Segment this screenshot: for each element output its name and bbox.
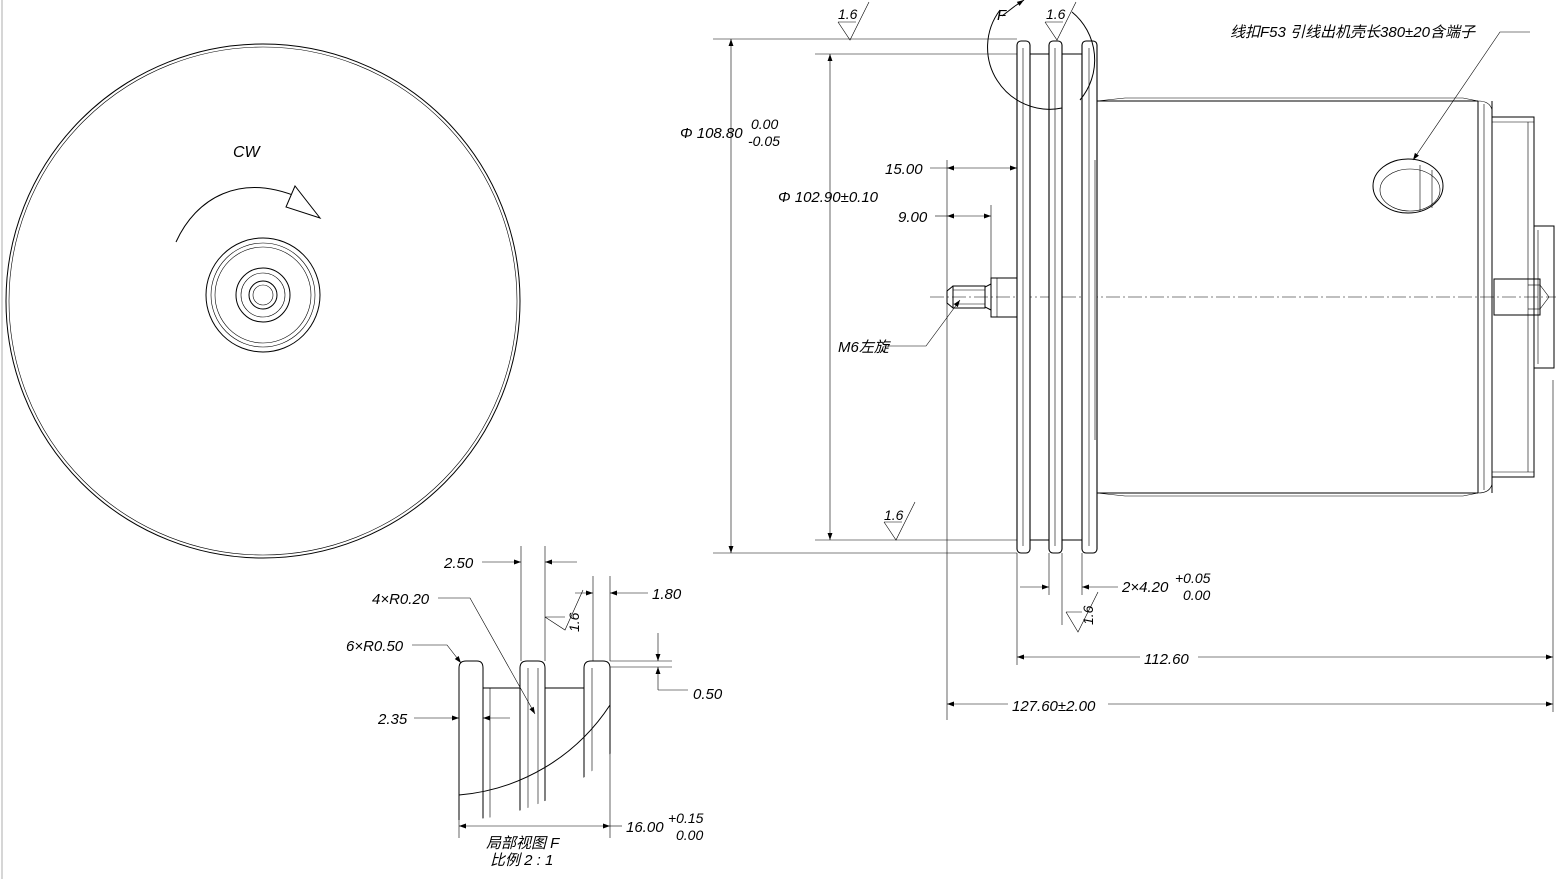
detail-dim-0-50: 0.50 <box>693 686 723 703</box>
hub-ring-inner <box>214 246 312 344</box>
detail-dim-2-50: 2.50 <box>443 555 474 572</box>
side-view: F Φ 108.80 0.00 -0.05 Φ 102.90±0.10 1.6 … <box>680 0 1556 720</box>
roughness-symbol-icon <box>1065 591 1099 633</box>
front-inner-rim <box>8 46 518 556</box>
detail-radius-4: 4×R0.20 <box>372 591 430 608</box>
shaft-circle <box>248 280 278 310</box>
front-view: CW <box>5 43 521 559</box>
overall-diameter-tol-lower: -0.05 <box>748 133 780 149</box>
roughness-symbol-icon <box>837 1 870 41</box>
groove-diameter: Φ 102.90±0.10 <box>778 189 879 206</box>
threaded-shaft <box>952 285 986 309</box>
rotation-label: CW <box>233 144 262 161</box>
overall-diameter: Φ 108.80 <box>680 125 743 142</box>
detail-circle <box>987 9 1063 110</box>
rotation-arc <box>175 187 301 243</box>
detail-dim-1-80: 1.80 <box>652 586 682 603</box>
detail-dim-2-35: 2.35 <box>377 711 408 728</box>
hub-ring <box>210 242 316 348</box>
groove-width-tol-upper: +0.05 <box>1175 570 1211 586</box>
roughness-symbol-icon <box>883 501 916 541</box>
groove-width: 2×4.20 <box>1121 579 1169 596</box>
roughness-symbol-icon <box>1044 1 1077 41</box>
detail-scale: 比例 2 : 1 <box>490 852 553 869</box>
flange-front <box>1016 40 1031 554</box>
bearing-inner <box>240 272 286 318</box>
rear-shaft <box>1493 278 1541 316</box>
body-length: 112.60 <box>1144 651 1189 668</box>
roughness-top-left: 1.6 <box>838 6 858 22</box>
hub-outer-circle <box>205 237 321 353</box>
roughness-bottom: 1.6 <box>884 507 904 523</box>
thread-note: M6左旋 <box>838 339 892 356</box>
detail-width: 16.00 <box>626 819 664 836</box>
wire-hole <box>1372 158 1444 214</box>
lead-wire-note: 线扣F53 引线出机壳长380±20含端子 <box>1230 24 1476 41</box>
shaft-bore <box>252 284 274 306</box>
detail-roughness: 1.6 <box>566 612 582 632</box>
detail-width-tol-upper: +0.15 <box>668 810 704 826</box>
groove-width-tol-lower: 0.00 <box>1183 587 1210 603</box>
overall-diameter-tol-upper: 0.00 <box>751 116 778 132</box>
detail-marker: F <box>997 7 1007 24</box>
detail-view: 2.50 1.80 1.6 4×R0.20 6×R0.50 0.50 2.35 <box>346 546 723 869</box>
detail-title: 局部视图 F <box>486 835 560 852</box>
detail-width-tol-lower: 0.00 <box>676 827 703 843</box>
detail-radius-6: 6×R0.50 <box>346 638 404 655</box>
front-outer-circle <box>5 43 521 559</box>
shaft-collar <box>990 277 1018 318</box>
roughness-top-right: 1.6 <box>1046 6 1066 22</box>
shaft-length-15: 15.00 <box>885 161 923 178</box>
roughness-groove: 1.6 <box>1080 605 1096 625</box>
overall-length: 127.60±2.00 <box>1012 698 1096 715</box>
flange-middle <box>1048 40 1063 554</box>
roughness-symbol-icon <box>544 589 584 631</box>
shaft-length-9: 9.00 <box>898 209 928 226</box>
detail-break-arc <box>458 704 611 796</box>
bearing-circle <box>235 267 291 323</box>
rotation-arrowhead-icon <box>285 185 322 219</box>
rear-boss <box>1533 225 1555 369</box>
